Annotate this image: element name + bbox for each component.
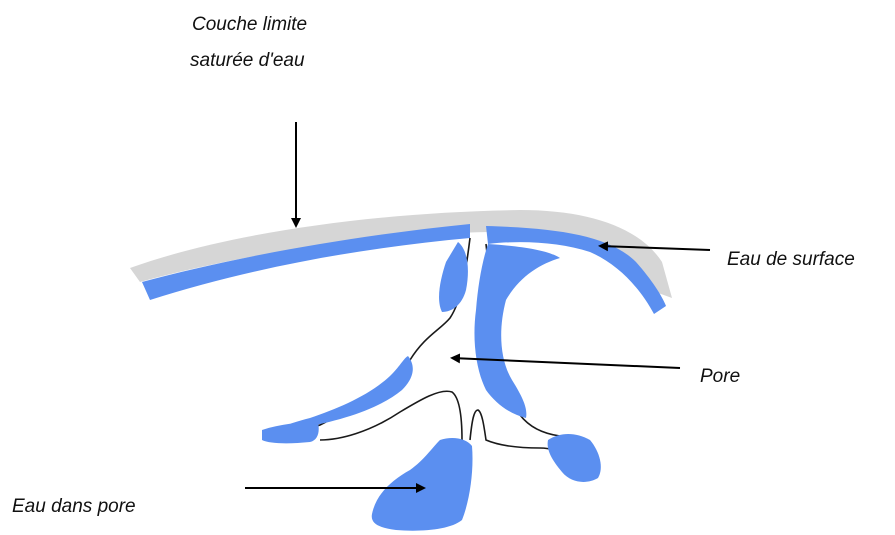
pore-water-central-column [474,244,560,418]
label-boundary-layer-line2: saturée d'eau [190,50,305,71]
label-surface-water: Eau de surface [727,249,855,270]
label-pore-water: Eau dans pore [12,496,136,517]
saturated-boundary-layer [130,210,672,298]
pore-water-right-lobe [548,434,601,482]
pore-water-left-arm [262,356,413,443]
pore-water-upper-left [439,242,468,312]
label-boundary-layer-line1: Couche limite [192,14,307,35]
pore-water-bottom-lobe [372,438,473,531]
label-pore: Pore [700,366,740,387]
